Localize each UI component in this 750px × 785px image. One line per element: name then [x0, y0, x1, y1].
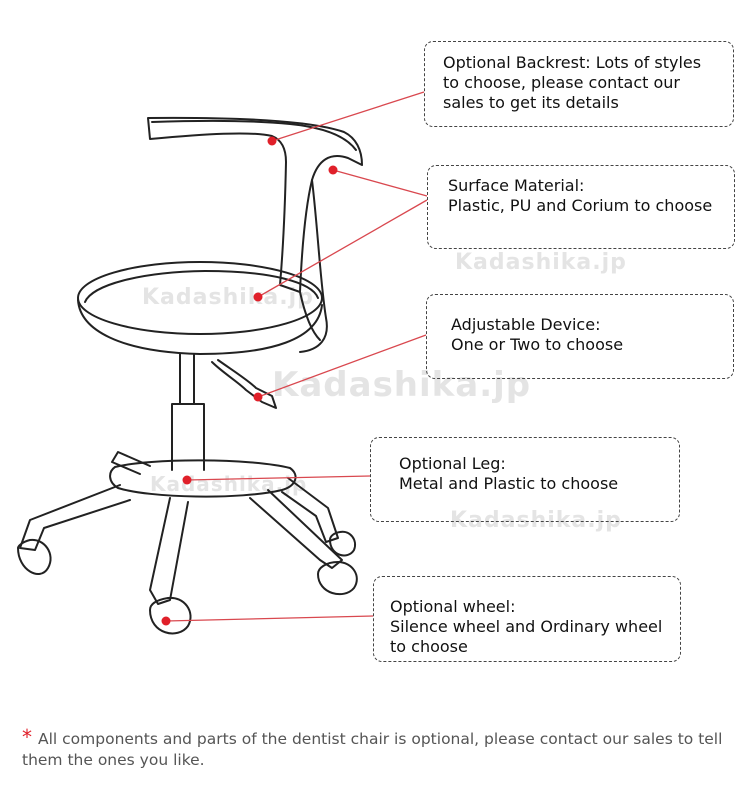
seat-top	[77, 261, 323, 335]
leg-front	[149, 497, 189, 605]
backrest-inner	[151, 119, 357, 151]
callout-adjustable-title: Adjustable Device:	[451, 315, 601, 334]
callout-surface-desc: Plastic, PU and Corium to choose	[448, 196, 713, 215]
leg-back-left	[111, 451, 151, 475]
callout-backrest-title: Optional Backrest: Lots of styles to cho…	[443, 53, 702, 112]
marker-adjustable	[253, 392, 263, 402]
backrest-support-inner	[299, 291, 321, 341]
backrest-outline	[147, 116, 363, 293]
leader-line-adjustable	[257, 334, 427, 398]
seat-cushion	[84, 270, 319, 303]
wheel-front	[149, 596, 192, 635]
callout-optional-wheel: Optional wheel: Silence wheel and Ordina…	[373, 576, 681, 662]
gas-lift-top	[179, 353, 195, 405]
callout-wheel-title: Optional wheel:	[390, 597, 516, 616]
gas-lift-column	[171, 403, 205, 471]
leg-right	[249, 489, 343, 569]
callout-surface-material: Surface Material: Plastic, PU and Corium…	[427, 165, 735, 249]
adjust-lever	[211, 359, 277, 409]
callout-adjustable-device: Adjustable Device: One or Two to choose	[426, 294, 734, 379]
leader-line-leg	[186, 475, 371, 481]
marker-backrest	[267, 136, 277, 146]
leader-line-surface-b	[257, 199, 428, 298]
leader-line-backrest	[271, 91, 425, 142]
callout-optional-leg: Optional Leg: Metal and Plastic to choos…	[370, 437, 680, 522]
footnote-text: All components and parts of the dentist …	[22, 730, 723, 769]
leg-left	[19, 484, 131, 551]
leader-line-wheel	[165, 615, 374, 622]
wheel-back-right	[329, 530, 356, 557]
callout-leg-title: Optional Leg:	[399, 454, 506, 473]
callout-backrest: Optional Backrest: Lots of styles to cho…	[424, 41, 734, 127]
marker-wheel	[161, 616, 171, 626]
callout-adjustable-desc: One or Two to choose	[451, 335, 624, 354]
chair-diagram	[17, 91, 428, 635]
leader-line-surface-a	[332, 169, 428, 197]
footnote: *All components and parts of the dentist…	[22, 727, 737, 771]
backrest-support	[299, 179, 328, 353]
wheel-left	[17, 538, 52, 575]
asterisk-icon: *	[22, 725, 32, 749]
wheel-right	[317, 561, 358, 596]
callout-wheel-desc: Silence wheel and Ordinary wheel to choo…	[390, 617, 663, 656]
callout-surface-title: Surface Material:	[448, 176, 585, 195]
marker-leg	[182, 475, 192, 485]
marker-surface	[328, 165, 338, 175]
seat-side	[77, 299, 323, 355]
marker-seat	[253, 292, 263, 302]
callout-leg-desc: Metal and Plastic to choose	[399, 474, 619, 493]
leg-back-right	[281, 477, 339, 543]
